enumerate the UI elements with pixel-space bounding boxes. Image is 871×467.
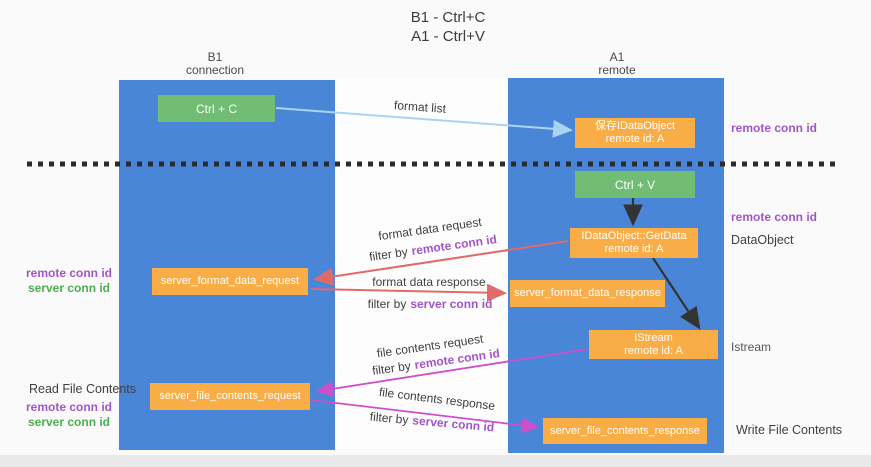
server-format-data-response-box: server_format_data_response	[510, 280, 665, 307]
save-dataobject-line2: remote id: A	[605, 133, 665, 145]
diagram-title: B1 - Ctrl+C A1 - Ctrl+V	[411, 8, 486, 46]
diagram-title-line2: A1 - Ctrl+V	[411, 28, 485, 45]
format-data-request-arrow	[313, 240, 569, 286]
lifeline-b1-role: connection	[185, 63, 245, 77]
lifeline-header-b1: B1 connection	[186, 51, 244, 77]
read-file-contents-label: Read File Contents	[29, 382, 137, 396]
server-conn-id-label: server conn id	[27, 281, 111, 295]
format-data-response-arrow	[310, 283, 507, 302]
left-conn-id-stack-1: remote conn id server conn id	[14, 266, 124, 296]
lifeline-header-a1: A1 remote	[598, 51, 635, 77]
remote-conn-id-label-right-1: remote conn id	[731, 121, 818, 135]
format-list-arrow	[275, 107, 573, 138]
ctrl-c-box: Ctrl + C	[158, 95, 275, 122]
filter-by-text: filter by	[367, 297, 407, 311]
ctrl-v-box: Ctrl + V	[575, 171, 695, 198]
istream-label: Istream	[731, 340, 772, 354]
server-conn-id-text: server conn id	[410, 297, 493, 311]
diagram-title-line1: B1 - Ctrl+C	[410, 9, 486, 26]
write-file-contents-label: Write File Contents	[736, 423, 843, 437]
left-conn-id-stack-2: remote conn id server conn id	[14, 400, 124, 430]
remote-conn-id-label: remote conn id	[25, 400, 112, 414]
server-file-contents-request-box: server_file_contents_request	[150, 383, 310, 410]
format-data-response-label: format data response	[372, 275, 486, 289]
istream-box: IStream remote id: A	[589, 330, 718, 359]
save-dataobject-box: 保存IDataObject remote id: A	[575, 118, 695, 148]
file-contents-request-arrow	[315, 348, 589, 397]
remote-conn-id-label-right-2: remote conn id	[731, 210, 818, 224]
file-contents-response-arrow	[310, 399, 540, 434]
lifeline-b1-name: B1	[207, 50, 223, 64]
lifeline-a1-name: A1	[609, 50, 625, 64]
getdata-to-istream-arrow	[652, 257, 701, 330]
istream-line1: IStream	[634, 331, 673, 344]
bottom-edge-strip	[0, 455, 871, 467]
server-conn-id-label: server conn id	[27, 415, 111, 429]
server-format-data-request-box: server_format_data_request	[152, 268, 308, 295]
getdata-line2: remote id: A	[604, 243, 664, 255]
save-dataobject-line1: 保存IDataObject	[594, 120, 676, 132]
getdata-box: IDataObject::GetData remote id: A	[570, 228, 698, 258]
istream-line2: remote id: A	[624, 344, 683, 357]
remote-conn-id-label: remote conn id	[25, 266, 112, 280]
getdata-line1: IDataObject::GetData	[581, 230, 687, 242]
lifeline-a1-role: remote	[598, 63, 636, 77]
server-file-contents-response-box: server_file_contents_response	[543, 418, 707, 444]
dataobject-label: DataObject	[731, 233, 794, 247]
